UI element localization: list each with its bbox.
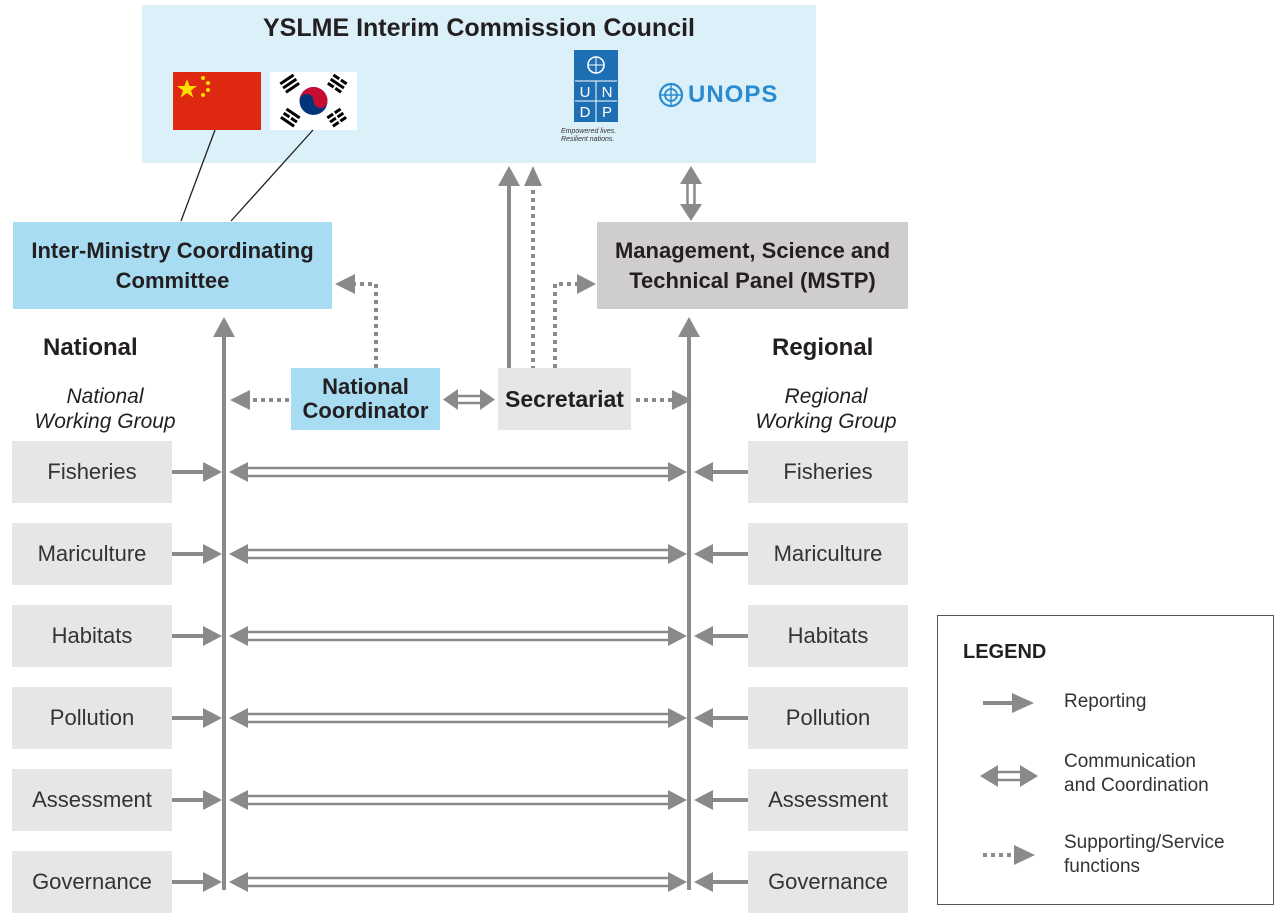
row-governance-connectors	[172, 872, 748, 892]
national-wg-fisheries: Fisheries	[12, 441, 172, 503]
undp-tagline: Empowered lives. Resilient nations.	[561, 128, 641, 144]
undp-letter-p: P	[602, 104, 612, 121]
legend-communication-line1: Communication	[1064, 751, 1196, 772]
secretariat-mstp-arrowhead	[577, 274, 596, 294]
regional-wg-fisheries: Fisheries	[748, 441, 908, 503]
national-wg-governance: Governance	[12, 851, 172, 913]
undp-letter-d: D	[580, 104, 591, 121]
flag-connectors	[180, 129, 314, 222]
korea-flag-icon	[270, 72, 357, 130]
national-to-imcc-arrowhead	[213, 317, 235, 337]
legend-supporting-line2: functions	[1064, 856, 1141, 877]
legend-supporting-label: Supporting/Service functions	[1064, 831, 1225, 879]
row-mariculture-connectors	[172, 544, 748, 564]
legend-supporting-arrow-icon	[983, 845, 1035, 865]
legend-communication-arrow-icon	[980, 765, 1038, 787]
legend-communication-line2: and Coordination	[1064, 775, 1209, 796]
legend-supporting-line1: Supporting/Service	[1064, 832, 1225, 853]
regional-wg-mariculture: Mariculture	[748, 523, 908, 585]
council-title: YSLME Interim Commission Council	[263, 14, 695, 42]
national-wg-pollution: Pollution	[12, 687, 172, 749]
coordinator-secretariat-double-arrow	[443, 389, 495, 410]
imcc-line1: Inter-Ministry Coordinating	[31, 237, 314, 263]
coordinator-national-arrowhead	[230, 390, 250, 410]
legend-title: LEGEND	[963, 641, 1047, 663]
national-coordinator-line2: Coordinator	[302, 398, 429, 423]
regional-reporting-line	[687, 335, 691, 890]
undp-tagline-2: Resilient nations.	[561, 136, 615, 143]
legend-reporting-label: Reporting	[1064, 691, 1147, 712]
mstp-line1: Management, Science and	[614, 237, 891, 263]
national-reporting-line	[222, 335, 226, 890]
row-habitats-connectors	[172, 626, 748, 646]
secretariat-council-dotted-arrowhead	[524, 166, 542, 186]
secretariat-to-mstp-dotted-line	[553, 282, 578, 368]
national-coordinator-box: National Coordinator	[291, 368, 440, 430]
national-wg-habitats: Habitats	[12, 605, 172, 667]
imcc-line2: Committee	[115, 267, 230, 293]
regional-group-line2: Working Group	[755, 410, 897, 433]
council-mstp-double-arrow	[680, 166, 702, 221]
national-group-line2: Working Group	[34, 410, 176, 433]
undp-letter-u: U	[580, 84, 591, 101]
regional-heading: Regional	[772, 334, 874, 361]
regional-wg-assessment: Assessment	[748, 769, 908, 831]
regional-wg-governance: Governance	[748, 851, 908, 913]
regional-group-line1: Regional	[784, 385, 868, 408]
mstp-box: Management, Science and Technical Panel …	[597, 222, 908, 309]
unops-logo: UNOPS	[658, 81, 778, 109]
national-heading: National	[43, 334, 138, 361]
row-fisheries-connectors	[172, 462, 748, 482]
national-wg-assessment: Assessment	[12, 769, 172, 831]
china-flag-icon	[173, 72, 261, 130]
inter-ministry-committee-box: Inter-Ministry Coordinating Committee	[13, 222, 332, 309]
row-connectors	[172, 462, 748, 892]
secretariat-to-council-line	[507, 182, 511, 368]
national-coordinator-line1: National	[322, 374, 409, 399]
legend-communication-label: Communication and Coordination	[1064, 750, 1209, 798]
un-emblem-icon	[658, 82, 684, 108]
korea-to-imcc-line	[230, 129, 314, 222]
solid-arrows	[213, 166, 700, 890]
regional-working-group-label: Regional Working Group	[743, 384, 909, 434]
row-assessment-connectors	[172, 790, 748, 810]
regional-to-mstp-arrowhead	[678, 317, 700, 337]
unops-wordmark: UNOPS	[688, 81, 779, 108]
national-working-group-label: National Working Group	[30, 384, 180, 434]
national-group-line1: National	[66, 385, 144, 408]
dotted-connectors	[250, 182, 673, 402]
dotted-arrowheads	[230, 166, 692, 410]
row-pollution-connectors	[172, 708, 748, 728]
legend-reporting-arrow-icon	[983, 693, 1034, 713]
undp-letter-n: N	[602, 84, 613, 101]
secretariat-box: Secretariat	[498, 368, 631, 430]
china-to-imcc-line	[180, 129, 216, 222]
mstp-line2: Technical Panel (MSTP)	[629, 267, 876, 293]
secretariat-regional-arrowhead	[672, 390, 692, 410]
regional-wg-pollution: Pollution	[748, 687, 908, 749]
undp-tagline-1: Empowered lives.	[561, 128, 617, 135]
regional-wg-habitats: Habitats	[748, 605, 908, 667]
national-wg-mariculture: Mariculture	[12, 523, 172, 585]
coordinator-imcc-arrowhead	[335, 274, 355, 294]
secretariat-to-council-arrowhead	[498, 166, 520, 186]
coordinator-to-imcc-dotted-line	[355, 282, 378, 368]
undp-logo-icon: U N D P	[574, 50, 618, 122]
